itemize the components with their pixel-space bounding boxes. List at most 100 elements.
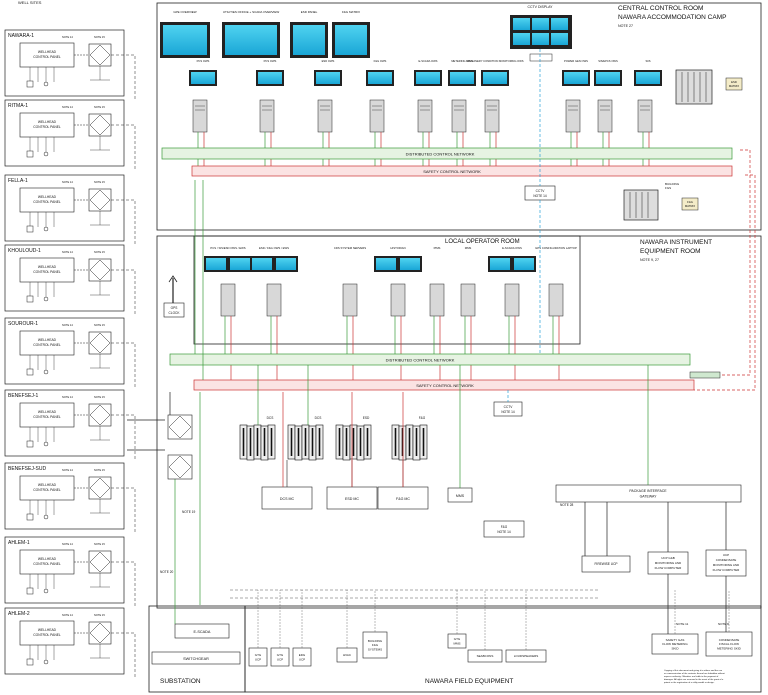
- workstation-label: PCS OWS: [264, 59, 277, 63]
- marshalling-cabinets: DCS MC ESD MC F&G MC: [261, 460, 429, 510]
- pc-tower: [342, 283, 358, 317]
- rtu-diamond: [89, 114, 111, 136]
- field-title: NAWARA FIELD EQUIPMENT: [425, 678, 513, 685]
- field-box-label: METERING SKID: [717, 647, 742, 651]
- ccr-dcn-bar: [161, 147, 733, 160]
- field-boxes: GTGUCPGTGUCPEDGUCPHVACBUILDINGF&GSYSTEMS…: [248, 590, 753, 667]
- rtu-box: [88, 188, 112, 212]
- pc-tower: [390, 283, 406, 317]
- lor-cctv-1: CCTV: [504, 405, 514, 409]
- lor-title: LOCAL OPERATOR ROOM: [445, 239, 520, 245]
- well-note: NOTE 15: [94, 395, 105, 399]
- package-gw-1: PACKAGE INTERFACE: [629, 489, 667, 493]
- lor-station-label: CDS SYSTEM SERVERS: [334, 246, 366, 250]
- ccr-note: NOTE 27: [618, 24, 633, 28]
- field-box-label: SEABCONS: [477, 654, 494, 658]
- lor-station-label: MMS: [465, 246, 472, 250]
- well-frame: [4, 607, 125, 675]
- workstation-label: MACHINERY CONDITION MONITORING OWS: [466, 59, 523, 63]
- lor-scn-label: SAFETY CONTROL NETWORK: [416, 383, 474, 388]
- package-gw-2: GATEWAY: [640, 495, 658, 499]
- screen: [335, 25, 367, 55]
- network-switch: [689, 371, 721, 379]
- lor-station: CDS SYSTEM SERVERS: [334, 246, 366, 380]
- ucp-cond-2: CONDENSATE: [716, 558, 737, 562]
- well-link: [111, 54, 136, 100]
- ucp-cond-3: MONITORING AND: [713, 563, 740, 567]
- valve: [43, 659, 49, 665]
- gps-2: CLOCK: [169, 311, 181, 315]
- monitor: [490, 258, 510, 270]
- ccr-workstations: PCS OWS PCS OWS ESD OWS F&G OWS E-SCADA OWS M…: [189, 59, 662, 166]
- escada-label: E-SCADA: [194, 630, 211, 634]
- workstation-label: PCS OWS: [197, 59, 210, 63]
- monitor: [483, 72, 507, 84]
- wellhead-label: CONTROL PANEL: [33, 125, 61, 129]
- field-box-label: HVAC: [343, 653, 352, 657]
- big-screen: ESD PANEL: [290, 10, 328, 58]
- well-note: NOTE 14: [62, 542, 73, 546]
- well-note: NOTE 15: [94, 105, 105, 109]
- pc-tower: [597, 99, 613, 133]
- ucp-cond-4: FLOW COMPUTER: [713, 568, 740, 572]
- workstation: PCS OWS: [189, 59, 217, 166]
- cctv-display-wall: CCTV DISPLAY: [510, 5, 572, 62]
- mc-label: ESD MC: [345, 497, 359, 501]
- gps-clock: GPS CLOCK: [163, 275, 185, 318]
- mms-label: MMS: [456, 494, 465, 498]
- ccr-scn-bar: [191, 165, 733, 177]
- pc-tower: [317, 99, 333, 133]
- rtu-box: [88, 621, 112, 645]
- cabinet-label: ESD: [363, 416, 370, 420]
- valve: [43, 514, 49, 520]
- well-note: NOTE 15: [94, 613, 105, 617]
- pc-tower: [451, 99, 467, 133]
- well-name: AHLEM-1: [8, 540, 30, 546]
- rtu-diamond: [89, 332, 111, 354]
- wellhead-panel: [19, 330, 75, 356]
- field-box-label: SKID: [671, 647, 679, 651]
- monitor: [400, 258, 420, 270]
- monitor: [450, 72, 474, 84]
- field-note-8: NOTE 8: [718, 622, 729, 626]
- well-note: NOTE 14: [62, 613, 73, 617]
- cctv-display-label: CCTV DISPLAY: [527, 5, 553, 9]
- pc-tower: [460, 283, 476, 317]
- rtu-box: [88, 476, 112, 500]
- field-box-label: FLOW METERING: [662, 642, 688, 646]
- big-screen-label: UTILITIES OFFICE + SCADA OVERVIEW: [223, 10, 280, 14]
- well-note: NOTE 15: [94, 35, 105, 39]
- well-name: NAWARA-1: [8, 33, 34, 39]
- footnote-2: or communication of the contents thereof…: [664, 672, 725, 675]
- footnote-4: damages. All rights are reserved in the …: [664, 678, 724, 681]
- well-note: NOTE 14: [62, 468, 73, 472]
- well-note: NOTE 15: [94, 250, 105, 254]
- lor-station-label: E-SCADA OWS: [502, 246, 522, 250]
- mc-box: DCS MC: [261, 460, 313, 510]
- sensor: [26, 587, 34, 595]
- well-link: [111, 269, 136, 315]
- wellhead-panel: [19, 42, 75, 68]
- workstation: E-SCADA OWS: [414, 59, 442, 166]
- lor-dcn-bar: [169, 353, 691, 366]
- workstation-label: ESD OWS: [322, 59, 335, 63]
- field-box-label: CONDENSATE: [719, 638, 740, 642]
- wellhead-panel: [19, 402, 75, 428]
- well-frame: [4, 536, 125, 604]
- footnote-1: Copying of this document and giving it t…: [664, 669, 723, 672]
- wellhead-label: CONTROL PANEL: [33, 270, 61, 274]
- field-box-label: GTG: [255, 653, 262, 657]
- lor-note-28: NOTE 28: [560, 503, 574, 507]
- instrument-equipment-room: NAWARA INSTRUMENT EQUIPMENT ROOM NOTE 9,…: [156, 235, 762, 609]
- workstation-label: F&G OWS: [374, 59, 387, 63]
- mc-label: F&G MC: [396, 497, 410, 501]
- sensor: [26, 440, 34, 448]
